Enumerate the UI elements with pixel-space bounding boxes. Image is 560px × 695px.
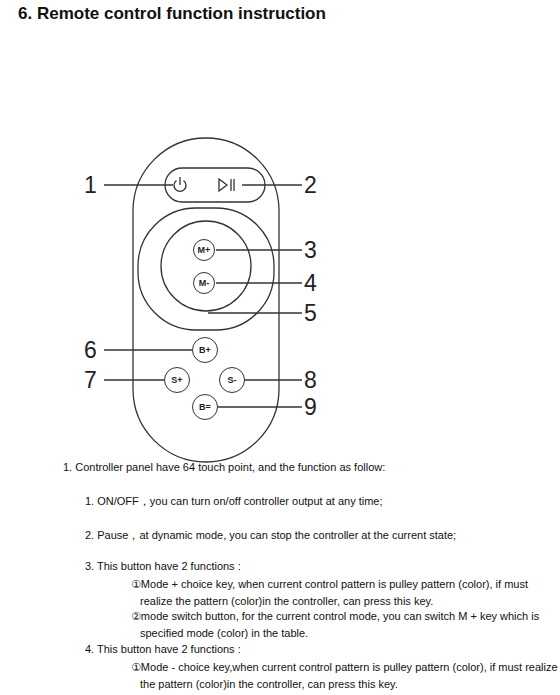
leader-lines xyxy=(104,185,302,407)
leader-line xyxy=(242,184,302,185)
touch-button: S- xyxy=(219,367,245,393)
callout-number: 3 xyxy=(304,238,317,262)
callout-number: 2 xyxy=(304,173,317,197)
body-text: 4. This button have 2 functions : xyxy=(85,641,550,658)
leader-line xyxy=(216,282,302,283)
body-text: ①Mode - choice key,when current control … xyxy=(131,659,558,693)
leader-line xyxy=(104,184,173,185)
body-text: ①Mode + choice key, when current control… xyxy=(131,576,558,610)
body-text: 1. Controller panel have 64 touch point,… xyxy=(63,459,543,476)
body-text: 3. This button have 2 functions : xyxy=(85,558,550,575)
touch-button: M- xyxy=(193,272,215,294)
body-text: ②mode switch button, for the current con… xyxy=(131,608,558,642)
touch-button: B= xyxy=(192,394,218,420)
touch-button: S+ xyxy=(164,367,190,393)
play-icon xyxy=(219,179,227,191)
touch-button: B+ xyxy=(192,337,218,363)
touch-button: M+ xyxy=(193,239,215,261)
body-text: 1. ON/OFF，you can turn on/off controller… xyxy=(85,493,550,510)
page-title: 6. Remote control function instruction xyxy=(18,4,326,24)
button-label: M- xyxy=(199,278,210,288)
callout-number: 7 xyxy=(84,368,97,392)
remote-body xyxy=(133,138,279,462)
callout-number: 4 xyxy=(304,271,317,295)
leader-line xyxy=(104,349,192,350)
leader-line xyxy=(218,406,302,407)
callout-number: 5 xyxy=(304,301,317,325)
touch-ring xyxy=(161,221,251,311)
leader-line xyxy=(245,379,302,380)
leader-line xyxy=(216,249,302,250)
button-label: M+ xyxy=(198,245,211,255)
body-text: 2. Pause，at dynamic mode, you can stop t… xyxy=(85,527,550,544)
button-label: S- xyxy=(228,375,237,385)
power-icon-bar xyxy=(179,177,180,185)
callout-number: 1 xyxy=(84,173,97,197)
leader-line xyxy=(208,312,302,313)
button-label: B= xyxy=(199,402,211,412)
callout-number: 9 xyxy=(304,395,317,419)
callout-number: 8 xyxy=(304,368,317,392)
button-label: S+ xyxy=(171,375,182,385)
leader-line xyxy=(104,379,164,380)
touch-panel xyxy=(138,208,274,330)
callout-number: 6 xyxy=(84,338,97,362)
pause-bar xyxy=(233,179,234,191)
button-label: B+ xyxy=(199,345,211,355)
pause-bar xyxy=(230,179,231,191)
